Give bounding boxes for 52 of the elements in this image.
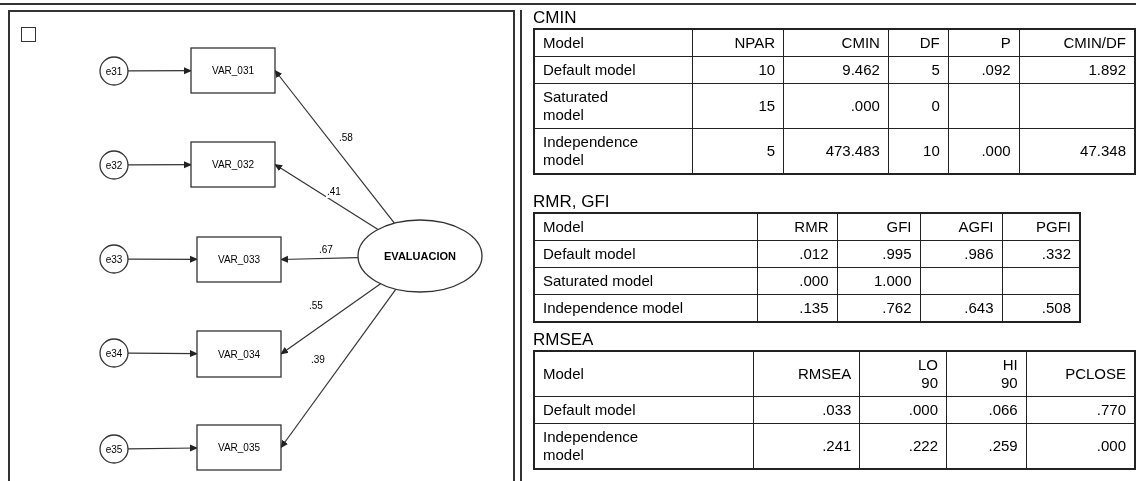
table-cell: NPAR [692,29,784,57]
table-cell: 10 [692,56,784,84]
edge-label: .67 [318,244,334,256]
edge-label: .55 [308,300,324,312]
table-cell: 0 [888,83,949,129]
table-cell: 1.000 [837,267,920,295]
table-cell: Model [534,29,693,57]
table-title: RMR, GFI [533,192,611,212]
edge-label: .41 [326,186,342,198]
table-cell: RMR [757,213,837,241]
table-cell: Default model [534,56,693,84]
table-cell: 5 [888,56,949,84]
table-cell: Saturated model [534,83,693,129]
table-cell: .000 [757,267,837,295]
table-cell: Default model [534,396,754,424]
table-cell: .066 [946,396,1027,424]
table-title: CMIN [533,8,578,28]
table-cell: Model [534,213,757,241]
table-cell: .092 [948,56,1020,84]
node-label: VAR_033 [217,253,261,267]
table-cell: .000 [859,396,947,424]
table-cell: Model [534,351,754,397]
node-label: e34 [105,346,123,361]
table-cell: DF [888,29,949,57]
node-label: VAR_035 [217,441,261,455]
table-cell: LO 90 [859,351,947,397]
edge-label: .39 [310,354,326,366]
node-label: VAR_032 [211,158,255,172]
table-cell: P [948,29,1020,57]
table-cell: 9.462 [783,56,889,84]
table-cell: .012 [757,240,837,268]
node-label: VAR_034 [217,347,261,362]
table-cell: AGFI [920,213,1002,241]
table-cell: .986 [920,240,1002,268]
table-cell: Saturated model [534,267,757,295]
table-cell: 15 [692,83,784,129]
node-label: VAR_031 [211,64,255,78]
edge-label: .58 [338,132,354,144]
table-cell: HI 90 [946,351,1027,397]
node-label: e31 [105,64,123,79]
table-cell: RMSEA [753,351,860,397]
table-cell: Default model [534,240,757,268]
table-cell: .995 [837,240,920,268]
node-label: e33 [105,252,123,267]
table-cell: .000 [783,83,889,129]
table-cell: GFI [837,213,920,241]
node-label: EVALUACION [384,248,456,264]
table-cell: .033 [753,396,860,424]
table-cell: CMIN [783,29,889,57]
table-title: RMSEA [533,330,595,350]
node-label: e35 [105,442,123,457]
node-label: e32 [105,158,123,173]
